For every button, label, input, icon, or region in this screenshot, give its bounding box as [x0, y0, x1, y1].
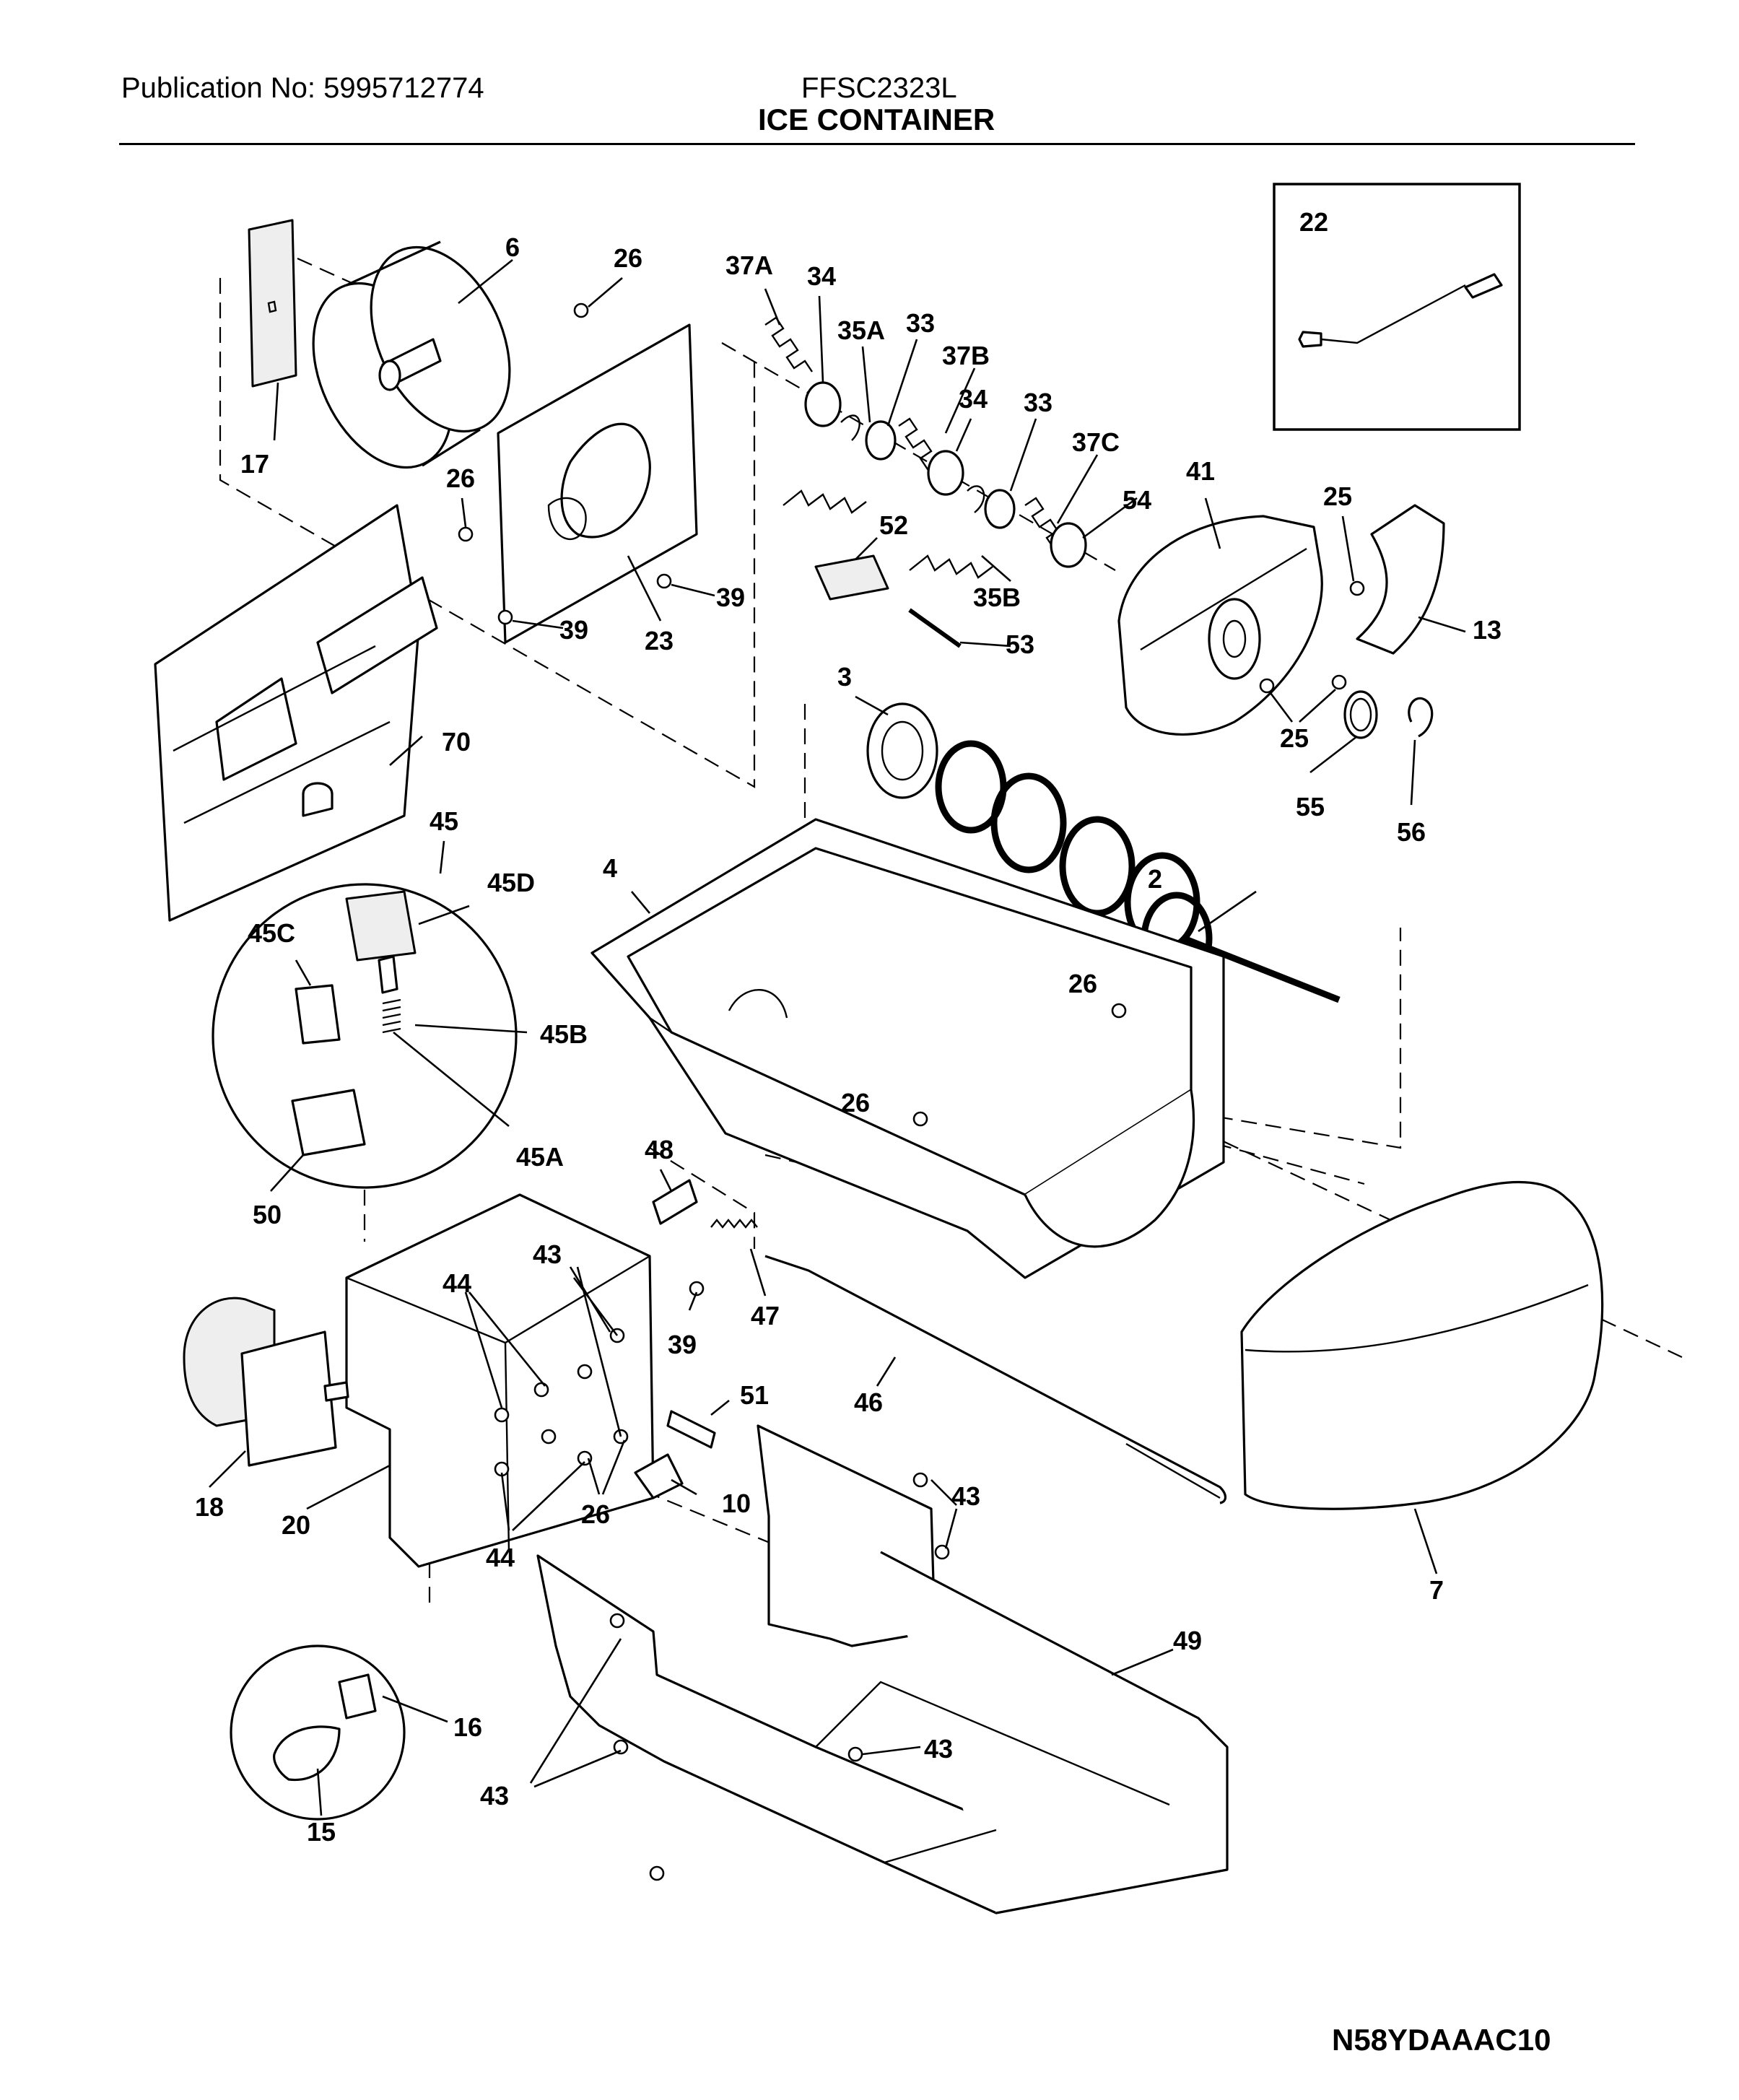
callout-46: 46 — [854, 1387, 883, 1417]
part-3-collar[interactable] — [866, 702, 938, 799]
callout-45a: 45A — [516, 1142, 564, 1172]
callout-37a: 37A — [725, 250, 773, 280]
callout-33a: 33 — [906, 308, 935, 338]
callout-2: 2 — [1148, 864, 1162, 894]
callout-39b: 39 — [716, 583, 745, 612]
callout-26b: 26 — [446, 463, 475, 493]
callout-51: 51 — [740, 1380, 769, 1410]
callout-35b: 35B — [973, 583, 1021, 612]
part-6-drum[interactable] — [286, 225, 537, 490]
part-4-ice-container[interactable] — [590, 818, 1225, 1279]
part-7-door-cover[interactable] — [1240, 1180, 1604, 1510]
callout-4: 4 — [603, 853, 617, 883]
callout-15: 15 — [307, 1817, 336, 1847]
springs-and-bushings[interactable] — [764, 316, 1087, 579]
callout-44b: 44 — [486, 1543, 515, 1572]
callout-45d: 45D — [487, 868, 535, 897]
callout-53: 53 — [1006, 629, 1034, 659]
part-17-strip[interactable] — [248, 219, 297, 388]
callout-25a: 25 — [1323, 482, 1352, 511]
part-18-motor[interactable] — [183, 1297, 349, 1467]
callout-34b: 34 — [959, 384, 988, 414]
callout-45: 45 — [430, 806, 458, 836]
part-13-bracket[interactable] — [1356, 504, 1445, 655]
callout-45c: 45C — [248, 918, 295, 948]
diagram-code: N58YDAAAC10 — [1332, 2023, 1551, 2057]
callout-41: 41 — [1186, 456, 1215, 486]
page-title: ICE CONTAINER — [758, 103, 995, 136]
callout-54: 54 — [1123, 485, 1151, 515]
part-51-pin[interactable] — [666, 1410, 716, 1449]
screws — [458, 302, 1365, 1881]
part-15-16-lamp-inset[interactable] — [230, 1644, 406, 1821]
callout-37c: 37C — [1072, 427, 1120, 457]
callout-45b: 45B — [540, 1019, 588, 1049]
callout-49: 49 — [1173, 1626, 1202, 1655]
part-23-plate[interactable] — [497, 323, 698, 644]
callout-26d: 26 — [841, 1088, 870, 1117]
part-52-block[interactable] — [814, 554, 962, 648]
callout-43c: 43 — [924, 1734, 953, 1764]
callout-25b: 25 — [1280, 723, 1309, 753]
callout-34a: 34 — [807, 261, 836, 291]
part-70-housing[interactable] — [154, 504, 438, 922]
part-48-bracket[interactable] — [652, 1179, 698, 1225]
callout-47: 47 — [751, 1301, 780, 1330]
callout-52: 52 — [879, 510, 908, 540]
part-41-auger-housing[interactable] — [1117, 515, 1323, 736]
part-22-inset[interactable] — [1273, 183, 1521, 431]
callout-33b: 33 — [1024, 388, 1052, 417]
callout-56: 56 — [1397, 817, 1426, 847]
callout-26c: 26 — [1068, 969, 1097, 998]
part-46-rod[interactable] — [764, 1255, 1227, 1504]
callout-17: 17 — [240, 449, 269, 479]
callout-6: 6 — [505, 232, 520, 262]
callout-10: 10 — [722, 1489, 751, 1518]
callout-7: 7 — [1429, 1575, 1444, 1605]
callout-43b: 43 — [951, 1481, 980, 1511]
part-10-clip[interactable] — [634, 1453, 684, 1499]
leader-lines — [209, 258, 1466, 1816]
callout-39c: 39 — [668, 1330, 697, 1359]
callout-37b: 37B — [942, 341, 990, 370]
callout-44a: 44 — [443, 1268, 471, 1298]
callout-22: 22 — [1299, 207, 1328, 237]
part-49-frame[interactable] — [536, 1424, 1229, 1914]
callout-43d: 43 — [480, 1781, 509, 1811]
callout-18: 18 — [195, 1492, 224, 1522]
callout-26e: 26 — [581, 1499, 610, 1529]
part-47-spring[interactable] — [710, 1219, 758, 1229]
callout-35a: 35A — [837, 315, 885, 345]
model-number: FFSC2323L — [801, 72, 957, 104]
callout-39a: 39 — [559, 615, 588, 645]
callout-48: 48 — [645, 1135, 674, 1164]
callout-70: 70 — [442, 727, 471, 757]
publication-number: Publication No: 5995712774 — [121, 72, 484, 104]
callout-16: 16 — [453, 1712, 482, 1742]
part-45-inset[interactable] — [212, 883, 518, 1189]
callout-3: 3 — [837, 662, 852, 692]
callout-26a: 26 — [614, 243, 642, 273]
callout-55: 55 — [1296, 792, 1325, 822]
callout-23: 23 — [645, 626, 674, 655]
callout-43a: 43 — [533, 1239, 562, 1269]
callout-labels: 2 3 4 6 7 10 13 15 16 17 18 20 22 23 25 … — [195, 207, 1502, 1847]
header-rule — [119, 143, 1635, 145]
part-20-motor-bracket[interactable] — [345, 1193, 655, 1568]
part-55-56-rings[interactable] — [1343, 690, 1434, 739]
callout-50: 50 — [253, 1200, 282, 1229]
callout-20: 20 — [282, 1510, 310, 1540]
callout-13: 13 — [1473, 615, 1502, 645]
